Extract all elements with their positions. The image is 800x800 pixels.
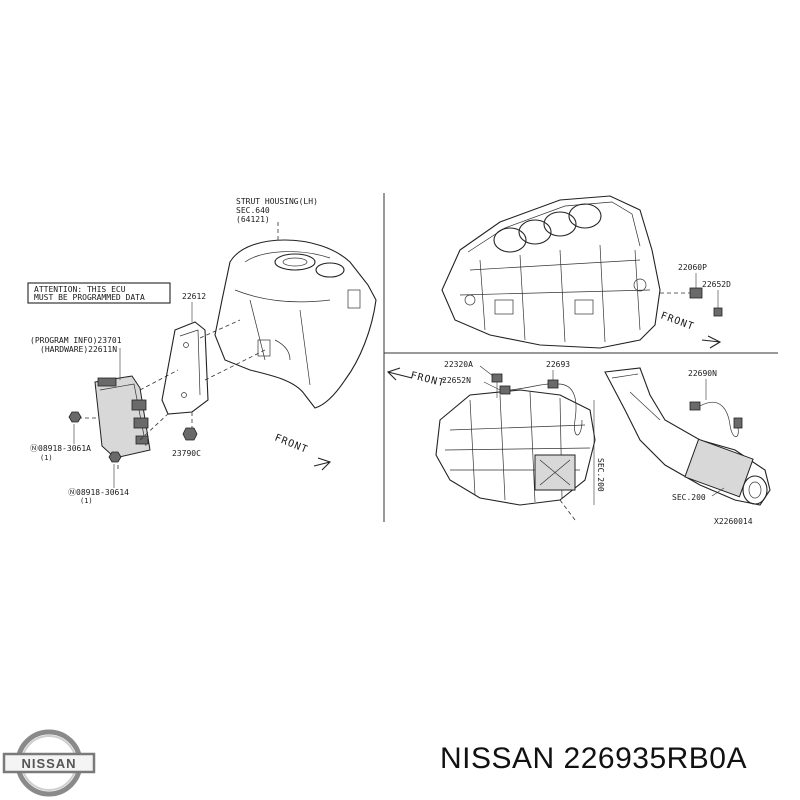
attention-line-2: MUST BE PROGRAMMED DATA [34,293,145,302]
nut-1-qty: (1) [40,454,53,462]
oxygen-sensor-icon [547,379,583,436]
ecu-module-drawing [94,375,151,459]
catalytic-converter-drawing [604,367,771,506]
part-22320a-label: 22320A [444,360,473,369]
front-arrow-icon [386,367,413,381]
nissan-logo-icon: NISSAN [2,729,96,797]
sensor-icon [660,287,703,299]
strut-housing-label: STRUT HOUSING(LH) [236,197,318,206]
front-arrow-icon: FRONT [409,370,446,389]
logo-text: NISSAN [21,756,76,771]
nut-icon [68,411,82,423]
part-22693-label: 22693 [546,360,570,369]
part-number-caption: NISSAN 226935RB0A [440,742,748,775]
nut-2-qty: (1) [80,497,93,505]
sensor-icon [713,307,723,317]
part-22612-label: 22612 [182,292,206,301]
front-arrow-icon: FRONT [659,310,696,332]
part-22652n-label: 22652N [442,376,471,385]
front-arrow-icon [313,457,332,471]
oxygen-sensor-icon [689,401,743,437]
sec-640-label: SEC.640 [236,206,270,215]
front-arrow-icon: FRONT [273,433,310,456]
nut-icon [108,451,122,463]
nut-2-label: Ⓝ08918-30614 [68,488,129,497]
program-info-label: (PROGRAM INFO)23701 [30,336,122,345]
hardware-label: (HARDWARE)22611N [40,345,117,354]
front-engine-label: FRONT [659,310,696,332]
part-22690n-label: 22690N [688,369,717,378]
sec-200-label: SEC.200 [672,493,706,502]
front-left-label: FRONT [273,433,310,456]
attention-box [27,282,171,304]
exhaust-manifold-drawing [435,389,596,521]
engine-block-drawing [441,195,661,349]
nut-icon [182,427,198,441]
part-22060p-label: 22060P [678,263,707,272]
drawing-code-label: X2260014 [714,517,753,526]
front-exhaust-label: FRONT [409,370,446,389]
sensor-icon [491,373,503,398]
part-23790c-label: 23790C [172,449,201,458]
sec-200-vertical-label: SEC.200 [596,458,605,492]
attention-line-1: ATTENTION: THIS ECU [34,285,126,294]
ecu-bracket-drawing [161,321,209,415]
part-22652d-label: 22652D [702,280,731,289]
nut-1-label: Ⓝ08918-3061A [30,444,91,453]
strut-housing-drawing [214,222,377,409]
front-arrow-icon [701,335,722,349]
ref-64121-label: (64121) [236,215,270,224]
